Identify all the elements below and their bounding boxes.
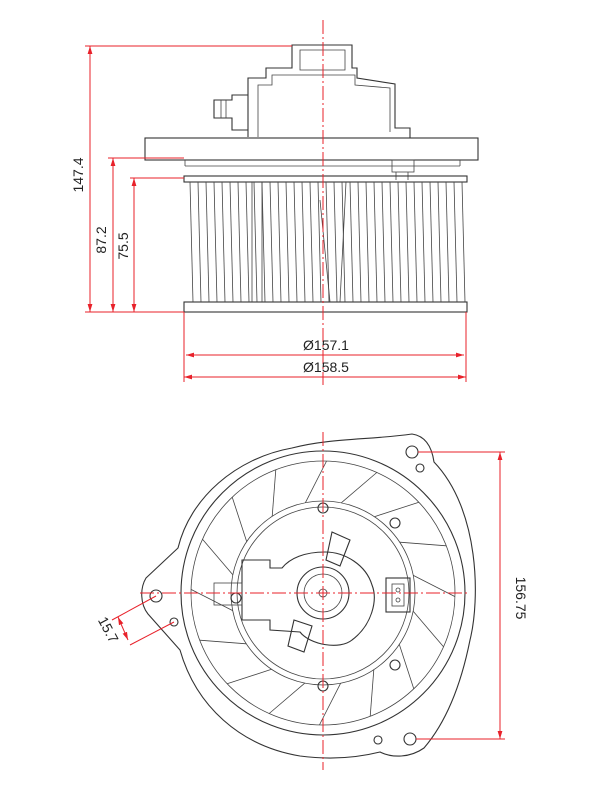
- mounting-flange: [144, 137, 479, 180]
- fan-blade: [389, 181, 394, 303]
- wheel-spoke: [341, 472, 378, 504]
- side-view-dimensions: 147.4 87.2 75.5 Ø157.1 Ø158.5: [70, 45, 467, 382]
- fan-blade: [373, 181, 378, 303]
- fan-blade: [205, 181, 210, 303]
- flange-hole-spacing-label: 156.75: [513, 577, 529, 620]
- fan-blades: [189, 181, 466, 303]
- wheel-diameter-outer-label: Ø158.5: [303, 359, 349, 375]
- wheel-spoke: [399, 541, 447, 547]
- fan-blade: [301, 181, 306, 303]
- fan-blade: [221, 181, 226, 303]
- fan-blade: [349, 181, 354, 303]
- mounting-hole: [403, 732, 417, 746]
- fan-blade: [293, 181, 298, 303]
- fan-blade: [341, 181, 346, 303]
- fan-blade: [453, 181, 458, 303]
- fan-blade: [429, 181, 434, 303]
- fan-blade: [413, 181, 418, 303]
- fan-blade: [277, 181, 282, 303]
- fan-blade: [397, 181, 402, 303]
- mount-hole-offset-label: 15.7: [95, 614, 122, 646]
- fan-blade: [325, 181, 330, 303]
- electrical-connector: [385, 577, 411, 613]
- motor-hub: [213, 531, 375, 653]
- fan-blade: [285, 181, 290, 303]
- mounting-hole: [373, 735, 383, 745]
- fan-blade: [421, 181, 426, 303]
- top-view-dimensions: 156.75 15.7: [95, 451, 529, 740]
- fan-blade: [461, 181, 466, 303]
- fan-blade: [309, 181, 314, 303]
- motor-housing: [213, 44, 411, 138]
- mounting-hole: [169, 617, 179, 627]
- fan-blade: [213, 181, 218, 303]
- wheel-height-inner-label: 75.5: [115, 232, 131, 259]
- fan-blade: [253, 181, 258, 303]
- fan-blade: [317, 181, 322, 303]
- wheel-spoke: [199, 639, 247, 645]
- fan-blade: [365, 181, 370, 303]
- fan-blade: [357, 181, 362, 303]
- wheel-spoke: [231, 496, 248, 542]
- wheel-hole: [389, 659, 401, 671]
- flange-outline: [141, 433, 476, 759]
- wheel-spoke: [202, 538, 234, 575]
- wheel-hole: [389, 517, 401, 529]
- mounting-hole: [415, 463, 425, 473]
- wheel-diameter-inner-label: Ø157.1: [303, 337, 349, 353]
- top-view: [141, 433, 476, 759]
- fan-blade: [269, 181, 274, 303]
- fan-wheel: [183, 175, 468, 313]
- fan-blade: [381, 181, 386, 303]
- wheel-height-outer-label: 87.2: [93, 226, 109, 253]
- fan-blade: [245, 181, 250, 303]
- wheel-spoke: [369, 669, 375, 717]
- side-view: [144, 44, 479, 313]
- wheel-spoke: [271, 469, 277, 517]
- fan-blade: [405, 181, 410, 303]
- wheel-hole: [230, 592, 242, 604]
- wheel-spoke: [374, 501, 420, 518]
- wheel-spoke: [268, 682, 305, 714]
- overall-height-label: 147.4: [70, 157, 86, 192]
- fan-blade: [437, 181, 442, 303]
- wheel-spoke: [412, 611, 444, 648]
- fan-blade: [237, 181, 242, 303]
- fan-blade: [197, 181, 202, 303]
- fan-blade: [229, 181, 234, 303]
- fan-blade: [261, 181, 266, 303]
- fan-blade: [445, 181, 450, 303]
- mounting-hole: [405, 445, 419, 459]
- fan-blade: [333, 181, 338, 303]
- wheel-spoke: [398, 644, 415, 690]
- mounting-hole: [149, 589, 163, 603]
- wheel-spoke: [226, 668, 272, 685]
- fan-blade: [189, 181, 194, 303]
